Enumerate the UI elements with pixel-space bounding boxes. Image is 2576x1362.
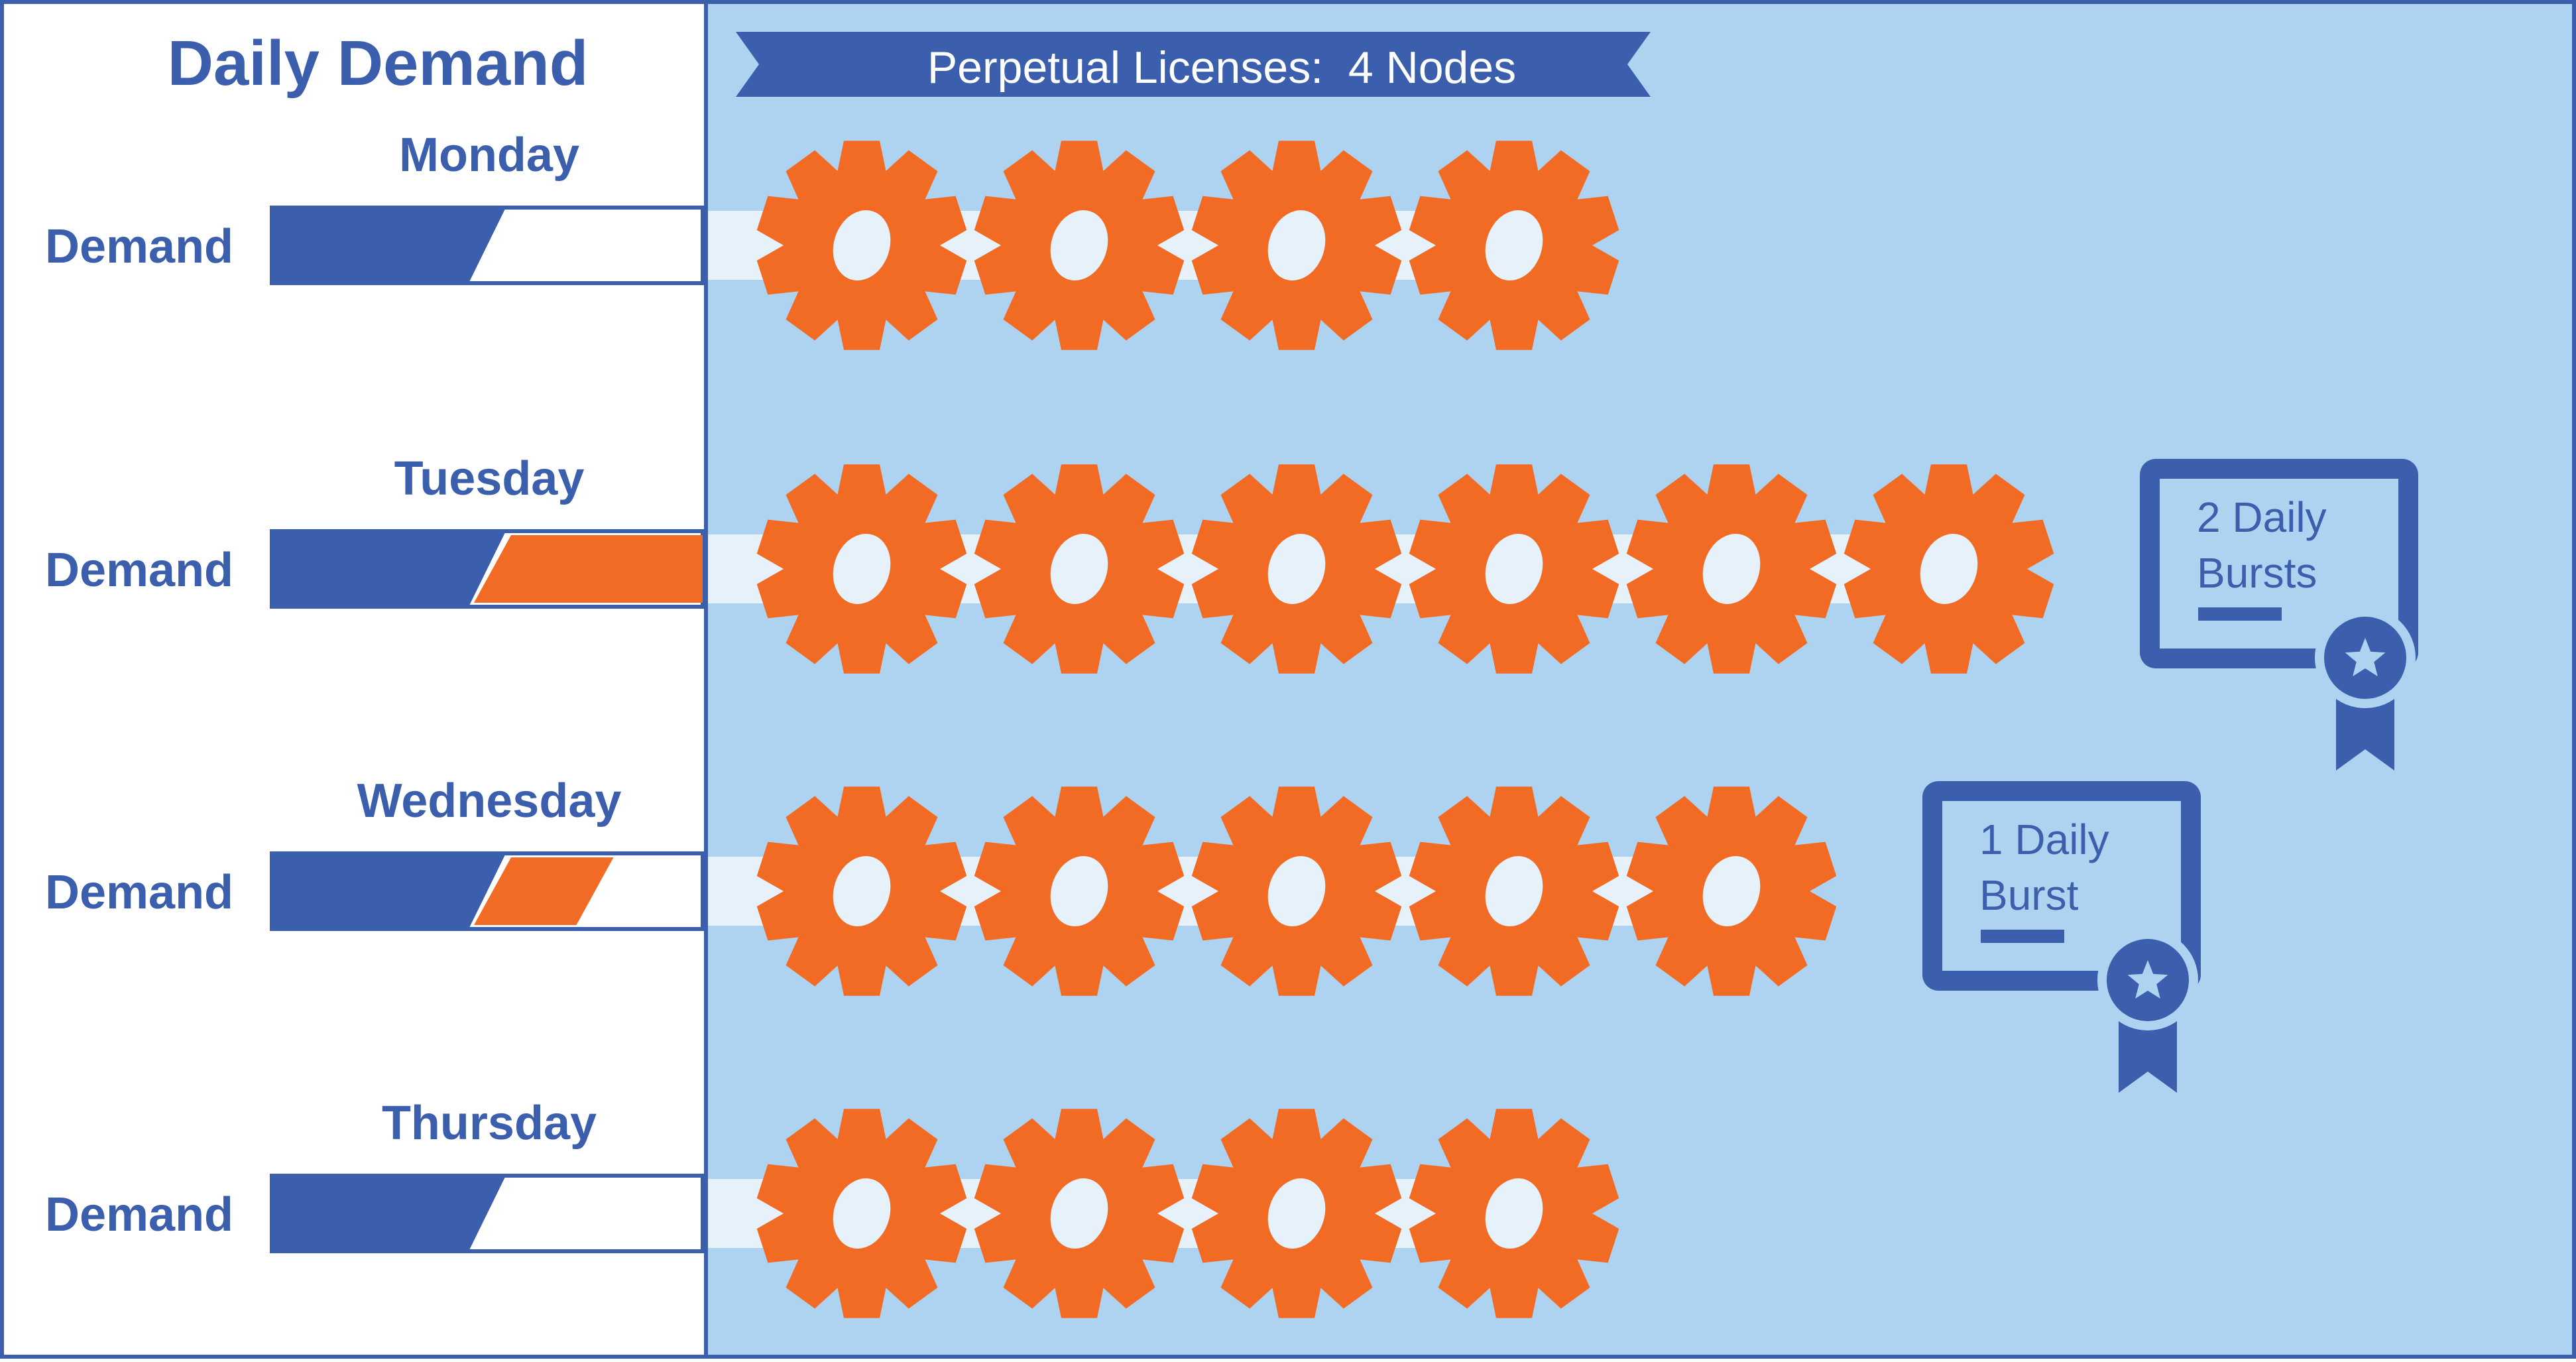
gear-hole [1702, 534, 1761, 604]
gear-hole [833, 534, 891, 604]
gear-hole [1267, 856, 1326, 926]
gear-hole [1267, 210, 1326, 280]
demand-label: Demand [45, 866, 233, 919]
demand-bar-base-fill [272, 1176, 506, 1251]
gear-icon [756, 786, 967, 996]
gear-icon [974, 141, 1185, 350]
certificate-text: 2 Daily [2197, 493, 2327, 541]
certificate-ribbon [2119, 1013, 2177, 1093]
gear-icon [974, 1109, 1185, 1318]
gear-hole [833, 210, 891, 280]
certificate-text: 1 Daily [1979, 816, 2109, 863]
gear-icon [756, 141, 967, 350]
gear-icon [974, 786, 1185, 996]
gear-hole [1267, 1178, 1326, 1249]
gear-icon [1191, 464, 1402, 674]
star-icon [2345, 638, 2386, 676]
banner-ribbon [736, 32, 1651, 97]
gear-hole [1050, 534, 1108, 604]
demand-bar-base-fill [272, 531, 506, 607]
gear-hole [1485, 534, 1543, 604]
day-label: Thursday [382, 1097, 597, 1150]
gear-icon [974, 464, 1185, 674]
gear-hole [1702, 856, 1761, 926]
certificate-line [1981, 930, 2064, 943]
gear-hole [1485, 210, 1543, 280]
gear-hole [833, 1178, 891, 1249]
demand-label: Demand [45, 220, 233, 273]
certificate-line [2198, 607, 2282, 621]
gear-hole [1050, 856, 1108, 926]
day-label: Monday [399, 129, 579, 182]
day-label: Wednesday [357, 774, 622, 828]
gear-icon [1191, 141, 1402, 350]
demand-label: Demand [45, 1188, 233, 1241]
demand-label: Demand [45, 544, 233, 597]
gear-icon [1409, 141, 1619, 350]
star-icon [2127, 960, 2168, 999]
gear-hole [1050, 210, 1108, 280]
diagram-title: Daily Demand [168, 28, 589, 99]
gear-hole [1050, 1178, 1108, 1249]
certificate-text: Burst [1979, 871, 2079, 919]
gear-icon [1191, 1109, 1402, 1318]
certificate-text: Bursts [2197, 549, 2317, 597]
gear-hole [833, 856, 891, 926]
gear-icon [1409, 1109, 1619, 1318]
gear-icon [1409, 786, 1619, 996]
demand-bar-base-fill [272, 853, 506, 929]
gear-icon [1626, 464, 1837, 674]
certificate-ribbon [2336, 691, 2394, 771]
gear-icon [1409, 464, 1619, 674]
day-label: Tuesday [394, 452, 585, 505]
gear-icon [1844, 464, 2054, 674]
gear-hole [1267, 534, 1326, 604]
gear-icon [1191, 786, 1402, 996]
demand-bar-burst-fill [474, 535, 703, 603]
demand-bar-base-fill [272, 208, 506, 283]
demand-panel [0, 0, 708, 1359]
gear-icon [756, 1109, 967, 1318]
gear-icon [756, 464, 967, 674]
gear-hole [1485, 1178, 1543, 1249]
gear-hole [1920, 534, 1978, 604]
gear-hole [1485, 856, 1543, 926]
banner-text: Perpetual Licenses: 4 Nodes [927, 42, 1516, 93]
demand-bar-burst-fill [474, 857, 614, 925]
gear-icon [1626, 786, 1837, 996]
